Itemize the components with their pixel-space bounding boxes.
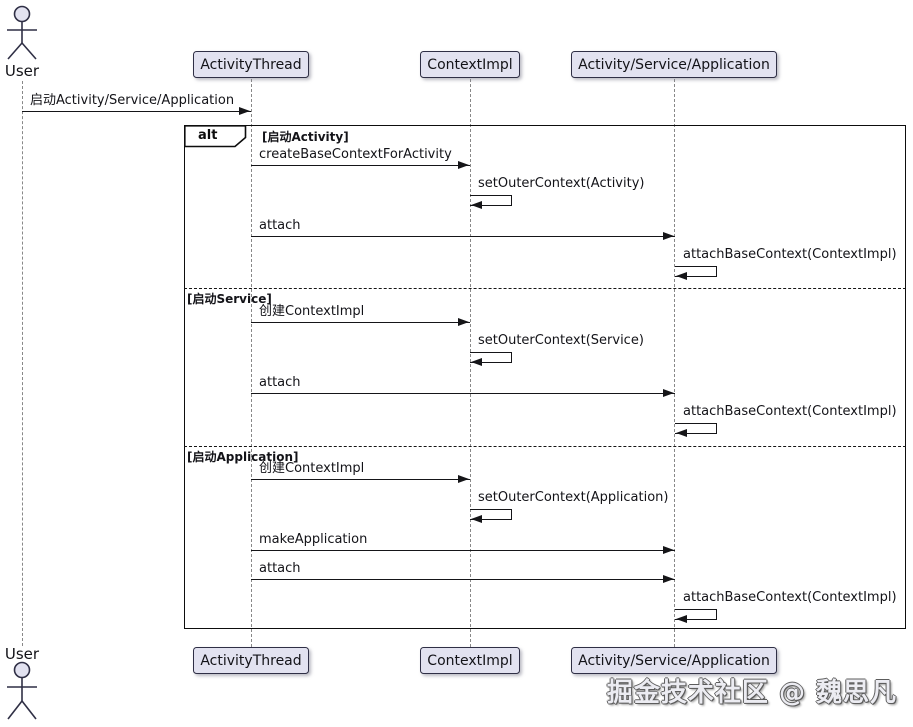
message-attach-text: attach xyxy=(259,561,301,576)
message-makeapplication-text: makeApplication xyxy=(259,532,368,547)
arrowhead-icon xyxy=(663,389,674,397)
arrowhead-icon xyxy=(676,429,687,437)
alt-operator-label: alt xyxy=(198,128,218,143)
guard-application: [启动Application] xyxy=(187,450,299,464)
lifeline-contextimpl xyxy=(469,79,471,647)
participant-top-activitythread: ActivityThread xyxy=(193,51,309,78)
message-attach-text: attach xyxy=(259,375,301,390)
self-message-loop xyxy=(470,352,512,363)
actor-icon-bottom xyxy=(7,661,37,720)
arrowhead-icon xyxy=(471,201,482,209)
message-attach-text: attach xyxy=(259,218,301,233)
actor-icon-top xyxy=(7,5,37,60)
message-launch-text: 启动Activity/Service/Application xyxy=(30,93,235,108)
message-line xyxy=(251,165,470,166)
message-line xyxy=(251,322,470,323)
self-message-loop xyxy=(470,509,512,520)
participant-top-contextimpl: ContextImpl xyxy=(420,51,520,78)
self-message-loop xyxy=(675,266,717,277)
message-line xyxy=(251,550,675,551)
message-launch-line xyxy=(22,111,251,112)
message-attachbasecontext-text: attachBaseContext(ContextImpl) xyxy=(683,590,897,605)
lifeline-activity-service-application xyxy=(674,79,675,647)
message-attachbasecontext-text: attachBaseContext(ContextImpl) xyxy=(683,247,897,262)
message-line xyxy=(251,236,675,237)
section-divider xyxy=(184,446,906,447)
watermark: 掘金技术社区 @ 魏思凡 xyxy=(606,678,897,708)
participant-bottom-activitythread: ActivityThread xyxy=(193,647,309,674)
message-setoutercontext-service-text: setOuterContext(Service) xyxy=(478,333,644,348)
self-message-loop xyxy=(675,423,717,434)
arrowhead-icon xyxy=(676,272,687,280)
lifeline-user xyxy=(21,81,23,646)
message-create-contextimpl-text: 创建ContextImpl xyxy=(259,461,365,476)
arrowhead-icon xyxy=(458,318,469,326)
self-message-loop xyxy=(675,609,717,620)
section-divider xyxy=(184,288,906,289)
arrowhead-icon xyxy=(663,546,674,554)
guard-service: [启动Service] xyxy=(187,292,272,306)
participant-top-activity-service-application: Activity/Service/Application xyxy=(571,51,777,78)
message-create-contextimpl-text: 创建ContextImpl xyxy=(259,304,365,319)
message-setoutercontext-activity-text: setOuterContext(Activity) xyxy=(478,176,645,191)
arrowhead-icon xyxy=(458,475,469,483)
arrowhead-icon xyxy=(676,615,687,623)
actor-top-label: User xyxy=(4,62,40,80)
arrowhead-icon xyxy=(239,107,250,115)
message-line xyxy=(251,393,675,394)
arrowhead-icon xyxy=(663,232,674,240)
arrowhead-icon xyxy=(458,161,469,169)
self-message-loop xyxy=(470,195,512,206)
lifeline-activitythread xyxy=(250,79,252,647)
message-line xyxy=(251,579,675,580)
guard-activity: [启动Activity] xyxy=(262,130,349,144)
message-attachbasecontext-text: attachBaseContext(ContextImpl) xyxy=(683,404,897,419)
arrowhead-icon xyxy=(663,575,674,583)
arrowhead-icon xyxy=(471,358,482,366)
participant-bottom-contextimpl: ContextImpl xyxy=(420,647,520,674)
actor-bottom-label: User xyxy=(4,645,40,663)
alt-frame xyxy=(184,125,906,629)
message-createbasecontext-text: createBaseContextForActivity xyxy=(259,147,452,162)
arrowhead-icon xyxy=(471,515,482,523)
message-setoutercontext-application-text: setOuterContext(Application) xyxy=(478,490,669,505)
message-line xyxy=(251,479,470,480)
participant-bottom-activity-service-application: Activity/Service/Application xyxy=(571,647,777,674)
alt-operator-pentagon xyxy=(184,125,247,148)
